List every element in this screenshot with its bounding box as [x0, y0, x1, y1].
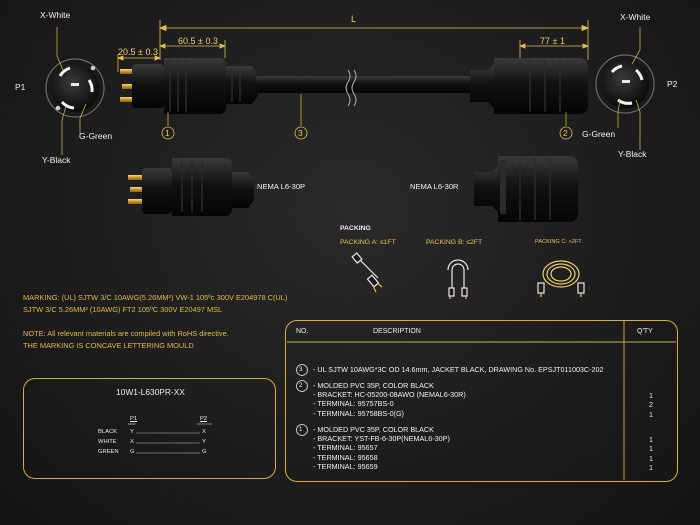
side-view-l6-30p [128, 158, 254, 216]
wire-p1-pin: X [130, 439, 134, 445]
bom-line-qty: 1 [649, 453, 653, 463]
wire-color: BLACK [98, 429, 118, 435]
dim-left-head-label: 60.5 ± 0.3 [178, 36, 218, 46]
packing-a-icon [351, 252, 383, 293]
bom-header-no: NO. [296, 328, 309, 335]
bom-line-qty: 2 [649, 400, 653, 410]
main-plug-p1 [120, 58, 258, 114]
wiring-diagram-panel [23, 378, 276, 479]
bom-table-panel [285, 320, 678, 482]
p1-label: P1 [15, 82, 26, 92]
dim-length-label: L [351, 14, 357, 24]
callout-3: 3 [298, 128, 303, 138]
bom-item-number: 1 [299, 427, 303, 433]
wire-color: WHITE [98, 439, 117, 445]
packing-c-icon [537, 260, 585, 297]
note-line-2: THE MARKING IS CONCAVE LETTERING MOULD [23, 341, 194, 350]
receptacle-type-label: NEMA L6-30R [410, 182, 459, 191]
plug-type-label: NEMA L6-30P [257, 182, 306, 191]
packing-b-icon [447, 259, 469, 299]
p2-leader-lines [617, 27, 641, 150]
bom-line: - TERMINAL: 95657 [313, 443, 378, 453]
bom-line: - TERMINAL: 95659 [313, 461, 378, 471]
wire-p2-pin: X [202, 429, 206, 435]
cable-jacket [256, 69, 470, 107]
p2-y-black-label: Y-Black [618, 149, 647, 159]
bom-item-number: 2 [299, 383, 303, 389]
wire-p2-pin: G [202, 449, 207, 455]
p1-g-green-label: G-Green [79, 131, 113, 141]
wire-p2-pin: Y [202, 439, 206, 445]
packing-a-label: PACKING A: ≤1FT [340, 239, 396, 246]
callout-leaders [167, 94, 567, 126]
dim-right-head-label: 77 ± 1 [540, 36, 565, 46]
p2-label: P2 [667, 79, 678, 89]
bom-item-number: 3 [299, 367, 303, 373]
callout-2: 2 [563, 128, 568, 138]
bom-line-qty: 1 [649, 435, 653, 445]
wire-color: GREEN [98, 449, 119, 455]
bom-table-rules [287, 320, 676, 480]
bom-line-qty: 1 [649, 409, 653, 419]
wire-p1-pin: G [130, 449, 135, 455]
bom-header-qty: Q'TY [637, 328, 653, 335]
bom-line: - TERMINAL: 95757BS-0 [313, 399, 394, 409]
wiring-p1-header: P1 [130, 416, 138, 422]
bom-line: - BRACKET: YST-FB-6-30P(NEMAL6-30P) [313, 434, 450, 444]
marking-line-1: MARKING: (UL) SJTW 3/C 10AWG(5.26MM²) VW… [23, 293, 288, 302]
marking-line-2: SJTW 3/C 5.26MM² (10AWG) FT2 105ºC 300V … [23, 305, 223, 314]
bom-line: - BRACKET: HC-05200-08AWO (NEMAL6-30R) [313, 390, 466, 400]
main-receptacle-p2 [470, 58, 588, 114]
note-line-1: NOTE: All relevant materials are compile… [23, 329, 229, 338]
dim-pin-length-label: 20.5 ± 0.3 [118, 47, 158, 57]
bom-line: - UL SJTW 10AWG*3C OD 14.6mm, JACKET BLA… [313, 365, 604, 374]
p2-g-green-label: G-Green [582, 129, 616, 139]
bom-line: - TERMINAL: 95758BS-0(G) [313, 408, 404, 418]
wiring-connection-lines [128, 423, 212, 454]
p1-plug-face [45, 58, 105, 118]
p1-x-white-label: X-White [40, 10, 71, 20]
callout-1: 1 [165, 128, 170, 138]
dimension-L [158, 20, 590, 60]
wiring-p2-header: P2 [200, 416, 208, 422]
bom-line-qty: 1 [649, 462, 653, 472]
bom-header-description: DESCRIPTION [373, 328, 421, 335]
callout-circles [161, 126, 573, 140]
p2-x-white-label: X-White [620, 12, 651, 22]
bom-line: - TERMINAL: 95658 [313, 452, 378, 462]
part-number: 10W1-L630PR-XX [116, 387, 185, 397]
dimension-left-head [158, 40, 227, 58]
bom-callout-circles [296, 364, 308, 436]
packing-c-label: PACKING C: >2FT [535, 239, 582, 245]
wire-p1-pin: Y [130, 429, 134, 435]
p1-y-black-label: Y-Black [42, 155, 71, 165]
bom-line-qty: 1 [649, 444, 653, 454]
dimension-pin-length [116, 54, 162, 72]
dimension-right-head [518, 40, 590, 58]
bom-line: - MOLDED PVC 35P, COLOR BLACK [313, 425, 434, 434]
p1-leader-lines [56, 27, 87, 155]
side-view-l6-30r [474, 156, 578, 222]
bom-line-qty: 1 [649, 391, 653, 401]
packing-title: PACKING [340, 225, 371, 232]
p2-receptacle-face [595, 54, 655, 114]
packing-b-label: PACKING B: ≤2FT [426, 239, 483, 246]
bom-line: - MOLDED PVC 35P, COLOR BLACK [313, 381, 434, 390]
